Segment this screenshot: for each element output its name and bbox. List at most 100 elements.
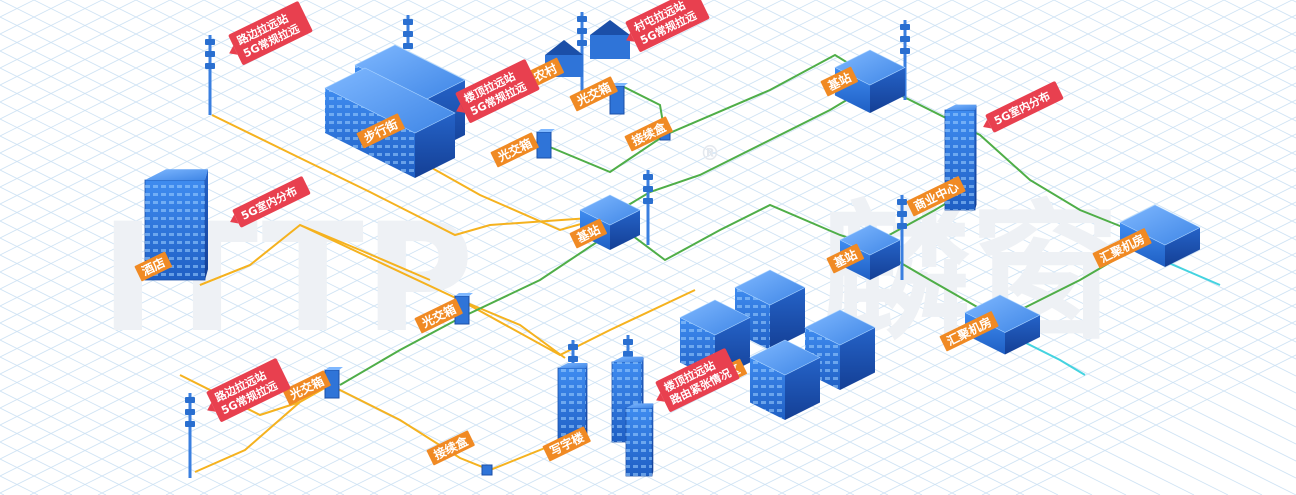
grid-line xyxy=(0,0,409,205)
grid-line xyxy=(0,271,447,495)
grid-line xyxy=(0,458,73,495)
grid-line xyxy=(0,186,617,495)
rooftop-antenna-top xyxy=(403,15,413,49)
watermark: ITTP ® 麟窗 xyxy=(100,141,1120,366)
grid-line xyxy=(947,320,1296,495)
grid-line xyxy=(849,0,1296,224)
grid-line xyxy=(0,237,515,495)
grid-line xyxy=(845,269,1296,495)
grid-line xyxy=(0,0,69,35)
grid-line xyxy=(0,0,273,137)
watermark-registered: ® xyxy=(700,141,720,165)
orange-link xyxy=(179,374,301,417)
park-building-4 xyxy=(749,339,821,420)
grid-line xyxy=(981,337,1296,495)
buildings xyxy=(144,20,1201,477)
grid-line xyxy=(539,116,1296,495)
grid-line xyxy=(1087,0,1296,105)
grid-line xyxy=(543,0,1296,377)
orange-link xyxy=(211,114,591,237)
grid-line xyxy=(811,252,1296,495)
green-link xyxy=(624,203,871,262)
grid-line xyxy=(165,0,1157,495)
grid-line xyxy=(0,84,821,495)
grid-line xyxy=(1019,0,1296,139)
grid-line xyxy=(0,0,205,103)
grid-line xyxy=(1053,0,1296,122)
grid-line xyxy=(0,322,345,495)
grid-line xyxy=(0,0,783,392)
grid-line xyxy=(0,135,719,495)
grid-line xyxy=(1121,0,1296,88)
grid-line xyxy=(913,303,1296,495)
village-tower xyxy=(577,12,587,95)
grid-line xyxy=(0,0,35,18)
green-link xyxy=(619,79,881,211)
grid-line xyxy=(0,339,311,495)
grid-line xyxy=(879,286,1296,495)
grid-line xyxy=(301,0,1293,495)
grid-line xyxy=(199,0,1191,495)
grid-line xyxy=(0,288,413,495)
grid-line xyxy=(573,133,1296,495)
roadside-tower-top xyxy=(205,35,215,115)
grid-line xyxy=(0,0,817,409)
grid-line xyxy=(33,0,1025,495)
grid-line xyxy=(0,492,5,495)
park-building-3 xyxy=(804,309,876,390)
orange-link xyxy=(194,384,331,473)
grid-line xyxy=(781,0,1296,258)
grid-line xyxy=(985,0,1296,156)
grid-line xyxy=(131,0,1123,495)
grid-line xyxy=(0,407,175,495)
grid-line xyxy=(0,0,443,222)
grid-line xyxy=(0,390,209,495)
grid-line xyxy=(509,0,1296,394)
grid-line xyxy=(1015,354,1296,495)
grid-line xyxy=(335,14,1296,495)
grid-line xyxy=(0,0,239,120)
grid-line xyxy=(437,65,1296,495)
grid-line xyxy=(917,0,1296,190)
grid-line xyxy=(0,356,277,495)
grid-line xyxy=(0,50,889,495)
grid-line xyxy=(233,0,1225,495)
grid-line xyxy=(747,0,1296,275)
grid-line xyxy=(0,0,171,86)
grid-line xyxy=(0,203,583,495)
grid-line xyxy=(67,0,1059,495)
grid-line xyxy=(883,0,1296,207)
callout-indoor-right: 5G室内分布 xyxy=(983,81,1064,133)
cabinet-top-box xyxy=(536,129,555,159)
grid-line xyxy=(169,0,1161,495)
cabinet-bottom-box xyxy=(324,367,343,399)
grid-line xyxy=(97,0,1089,495)
orange-link xyxy=(199,264,251,286)
grid-line xyxy=(577,0,1296,360)
grid-line xyxy=(0,67,855,495)
grid-line xyxy=(475,0,1296,411)
grid-line xyxy=(777,235,1296,495)
grid-line xyxy=(743,218,1296,495)
office-tower-3 xyxy=(625,403,654,477)
grid-line xyxy=(0,254,481,495)
grid-line xyxy=(1291,0,1296,3)
grid-line xyxy=(135,0,1127,495)
label-cabinet-top: 光交箱 xyxy=(490,132,539,168)
hotel-building xyxy=(144,169,208,281)
grid-line xyxy=(305,0,1296,495)
base-station-center-tower xyxy=(643,170,653,245)
grid-line xyxy=(267,0,1259,495)
grid-line xyxy=(0,0,953,477)
grid-line xyxy=(0,0,715,358)
grid-line xyxy=(0,0,991,495)
grid-line xyxy=(0,0,885,443)
grid-line xyxy=(0,0,307,154)
grid-line xyxy=(0,373,243,495)
access-box-bottom-node xyxy=(481,464,493,476)
grid-line xyxy=(1223,0,1296,37)
